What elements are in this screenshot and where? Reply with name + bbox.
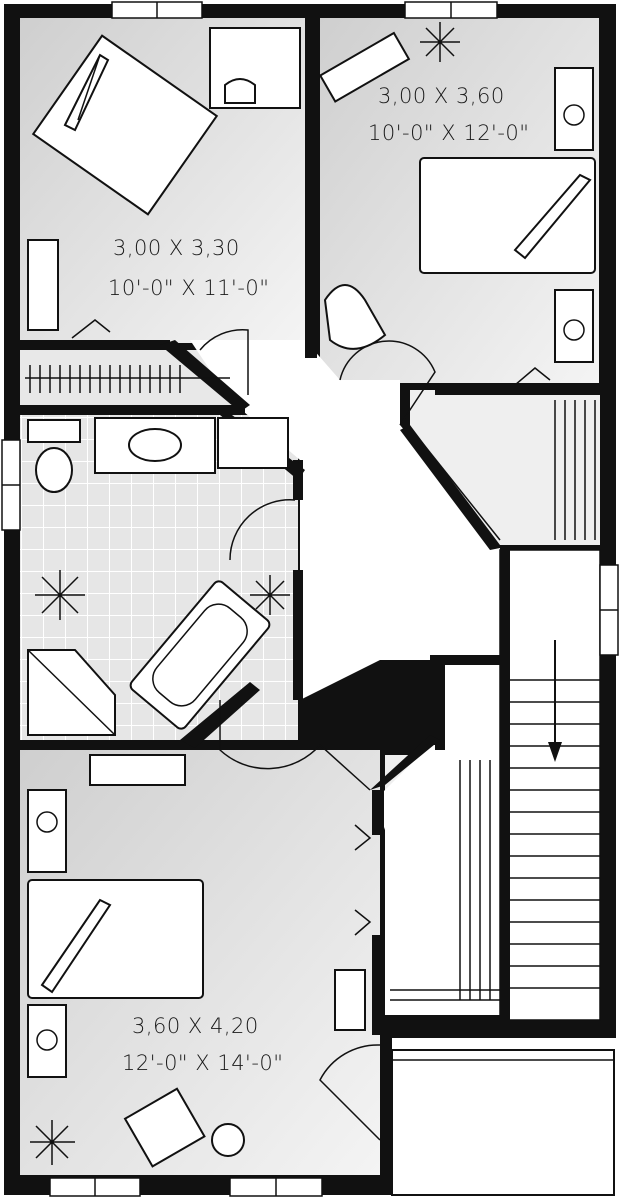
vanity-top (27, 419, 81, 443)
room-dimension-imperial: 10'-0" X 12'-0" (368, 121, 529, 145)
dresser-top-left (27, 239, 59, 331)
door-landing (319, 1044, 381, 1141)
light-fixture-icon (250, 575, 290, 615)
room-dimension-imperial: 12'-0" X 14'-0" (122, 1051, 283, 1075)
closet-rail-left (25, 365, 230, 393)
desk-top-right (318, 31, 411, 103)
door-top-right (339, 340, 436, 426)
bathtub (129, 580, 271, 730)
stair-arrow-icon (548, 640, 562, 762)
bed-top-right (419, 157, 596, 274)
closet-door-left (71, 319, 111, 339)
dresser-bottom (334, 969, 366, 1031)
bed-top-left (31, 34, 219, 216)
door-top-left (199, 328, 249, 395)
staircase (499, 549, 601, 1021)
room-dimension-imperial: 10'-0" X 11'-0" (108, 276, 269, 300)
door-bottom (219, 700, 371, 791)
room-dimension-metric: 3,60 X 4,20 (132, 1014, 259, 1038)
light-fixture-icon (30, 1120, 75, 1165)
nightstand-top-right (554, 67, 594, 151)
bathroom-door (229, 499, 296, 561)
armchair-bottom (123, 1087, 206, 1168)
nightstand-top-right-2 (554, 289, 594, 363)
interior-walls (20, 18, 600, 1195)
landing (391, 1049, 615, 1196)
desk-bottom (89, 754, 186, 786)
closet-rail-lower (390, 760, 500, 1001)
closet-rail-right (411, 400, 596, 541)
light-fixture-icon (420, 22, 460, 62)
light-fixture-icon (35, 570, 85, 620)
stair-treads (500, 679, 600, 989)
armchair-top-right (323, 284, 387, 350)
linen-closet (217, 417, 289, 469)
room-dimension-metric: 3,00 X 3,60 (378, 84, 505, 108)
hallway (190, 340, 500, 1015)
nightstand-bottom (27, 789, 67, 873)
side-table-bottom (211, 1123, 245, 1157)
nightstand-bottom-2 (27, 1004, 67, 1078)
room-dimension-metric: 3,00 X 3,30 (113, 236, 240, 260)
bed-bottom (27, 879, 204, 999)
desk-chair-top-left (224, 78, 256, 104)
toilet (35, 447, 73, 493)
